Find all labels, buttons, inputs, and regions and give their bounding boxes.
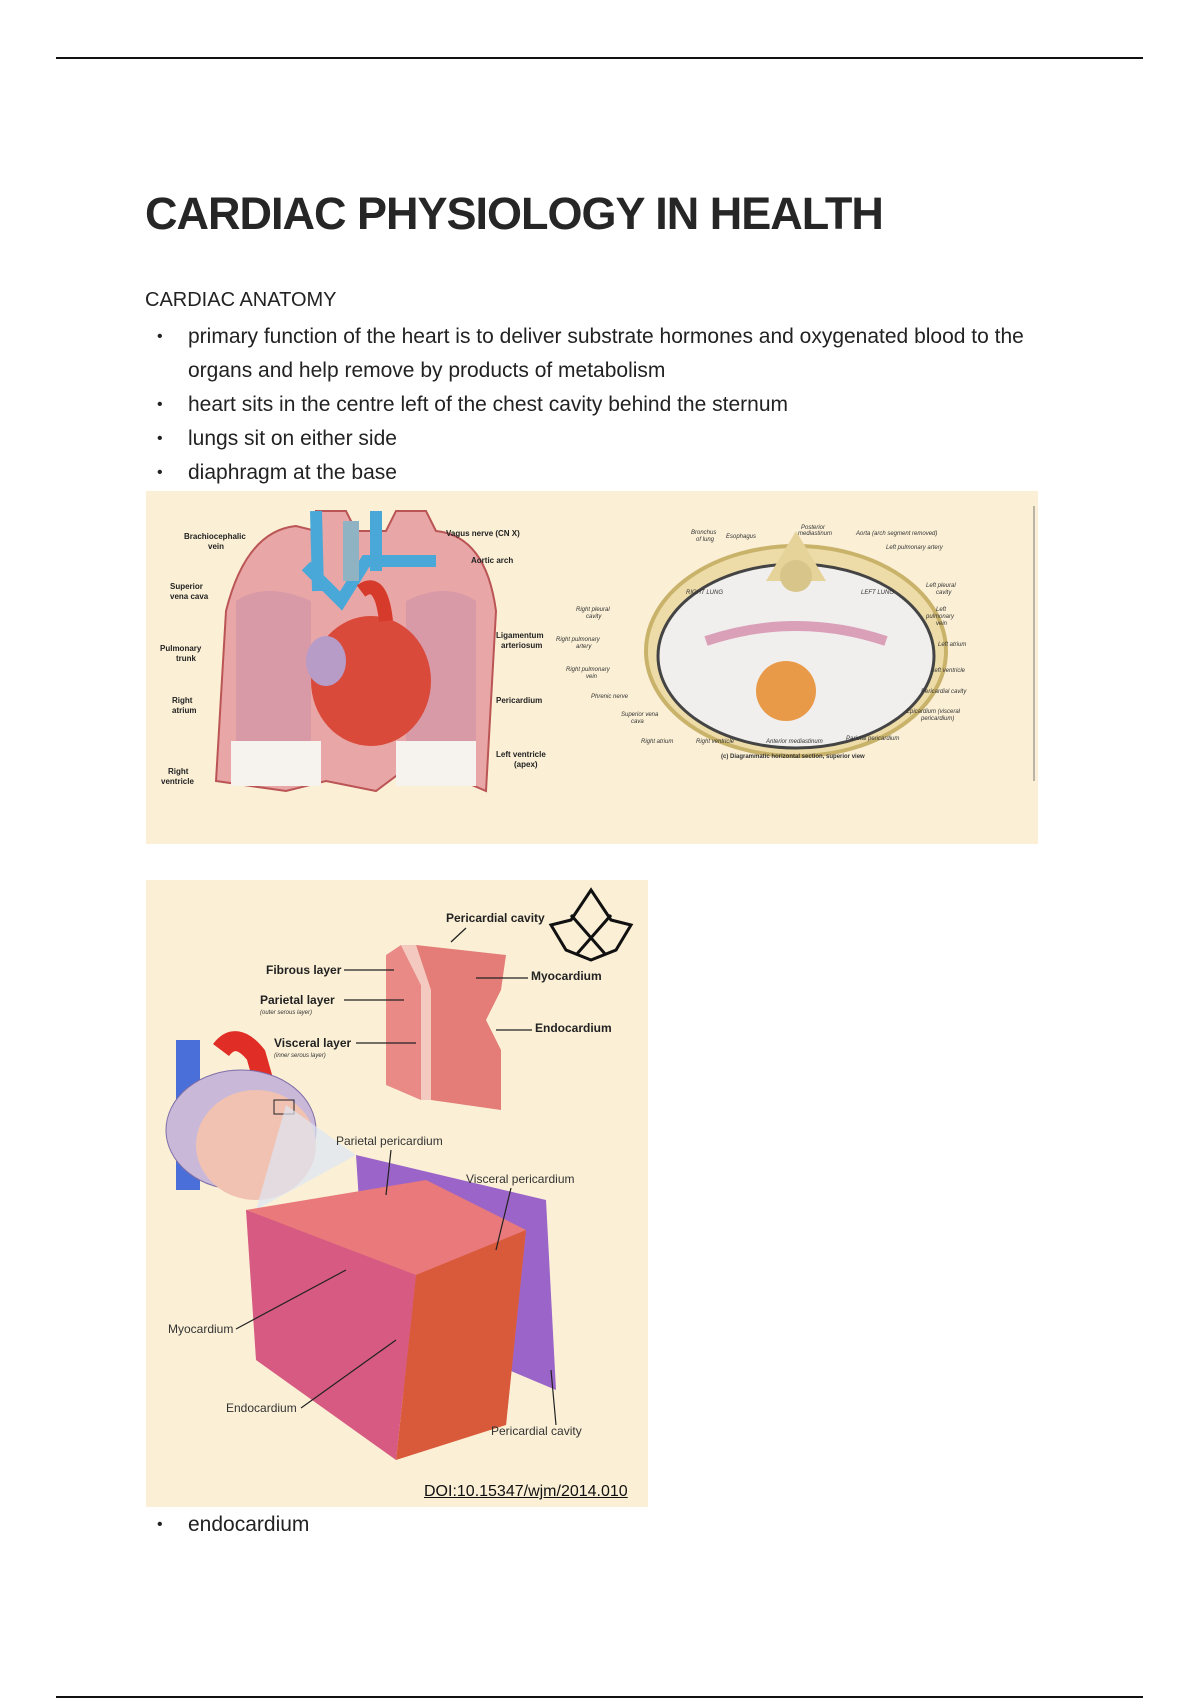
svg-text:Pericardium: Pericardium xyxy=(496,696,542,705)
svg-text:Left ventricle: Left ventricle xyxy=(496,750,546,759)
svg-text:Right atrium: Right atrium xyxy=(641,739,673,745)
svg-text:Parietal layer: Parietal layer xyxy=(260,993,335,1007)
svg-text:Anterior mediastinum: Anterior mediastinum xyxy=(765,739,823,745)
list-item: diaphragm at the base xyxy=(145,456,1025,490)
svg-text:artery: artery xyxy=(576,644,592,650)
svg-text:Left atrium: Left atrium xyxy=(938,642,966,648)
svg-text:ventricle: ventricle xyxy=(161,777,194,786)
svg-text:arteriosum: arteriosum xyxy=(501,641,542,650)
bullet-list-continued: endocardium xyxy=(145,1508,1025,1542)
svg-text:Myocardium: Myocardium xyxy=(531,969,602,983)
list-item: endocardium xyxy=(145,1508,1025,1542)
svg-text:vein: vein xyxy=(208,542,224,551)
svg-text:Pulmonary: Pulmonary xyxy=(160,644,202,653)
svg-text:Myocardium: Myocardium xyxy=(168,1322,233,1336)
svg-text:Aorta (arch segment removed): Aorta (arch segment removed) xyxy=(855,531,937,537)
svg-text:(apex): (apex) xyxy=(514,760,538,769)
svg-text:Right pulmonary: Right pulmonary xyxy=(566,667,611,673)
svg-text:Visceral pericardium: Visceral pericardium xyxy=(466,1172,575,1186)
svg-text:Esophagus: Esophagus xyxy=(726,534,756,540)
svg-text:Right: Right xyxy=(172,696,193,705)
svg-text:Endocardium: Endocardium xyxy=(226,1401,297,1415)
svg-text:Left ventricle: Left ventricle xyxy=(931,668,966,674)
svg-text:Pericardial cavity: Pericardial cavity xyxy=(921,689,967,695)
svg-text:Superior: Superior xyxy=(170,582,203,591)
svg-text:Superior vena: Superior vena xyxy=(621,712,659,718)
bullet-list: primary function of the heart is to deli… xyxy=(145,320,1025,490)
svg-text:(inner serous layer): (inner serous layer) xyxy=(274,1053,326,1059)
svg-text:Pericardial cavity: Pericardial cavity xyxy=(446,911,545,925)
svg-text:Right: Right xyxy=(168,767,189,776)
heart-wall-illustration: Pericardial cavity Fibrous layer Parieta… xyxy=(165,887,634,1460)
svg-text:Phrenic nerve: Phrenic nerve xyxy=(591,694,629,700)
svg-text:Visceral layer: Visceral layer xyxy=(274,1036,352,1050)
svg-text:Right ventricle: Right ventricle xyxy=(696,739,735,745)
page-title: CARDIAC PHYSIOLOGY IN HEALTH xyxy=(145,188,884,239)
bottom-rule xyxy=(56,1696,1143,1698)
list-item: primary function of the heart is to deli… xyxy=(145,320,1025,388)
thorax-anatomy-figure: Brachiocephalic vein Superior vena cava … xyxy=(146,491,1038,844)
svg-text:Pericardial cavity: Pericardial cavity xyxy=(491,1424,582,1438)
svg-text:Brachiocephalic: Brachiocephalic xyxy=(184,532,246,541)
svg-text:Parietal pericardium: Parietal pericardium xyxy=(846,736,899,742)
heart-wall-layers-figure: Pericardial cavity Fibrous layer Parieta… xyxy=(146,880,648,1507)
doi-link[interactable]: DOI:10.15347/wjm/2014.010 xyxy=(424,1483,628,1500)
svg-text:Ligamentum: Ligamentum xyxy=(496,631,544,640)
svg-text:(c) Diagrammatic horizontal se: (c) Diagrammatic horizontal section, sup… xyxy=(721,754,865,760)
top-rule xyxy=(56,57,1143,59)
svg-text:vein: vein xyxy=(936,621,948,627)
svg-text:atrium: atrium xyxy=(172,706,196,715)
list-item: heart sits in the centre left of the che… xyxy=(145,388,1025,422)
svg-text:Aortic arch: Aortic arch xyxy=(471,556,513,565)
svg-text:cavity: cavity xyxy=(586,614,602,620)
svg-text:pericardium): pericardium) xyxy=(920,716,954,722)
svg-text:vein: vein xyxy=(586,674,598,680)
svg-text:Bronchus: Bronchus xyxy=(691,530,716,536)
svg-text:vena cava: vena cava xyxy=(170,592,209,601)
svg-text:Parietal pericardium: Parietal pericardium xyxy=(336,1134,443,1148)
svg-text:Fibrous layer: Fibrous layer xyxy=(266,963,342,977)
svg-text:Left pleural: Left pleural xyxy=(926,583,956,589)
svg-text:of lung: of lung xyxy=(696,537,715,543)
svg-text:Endocardium: Endocardium xyxy=(535,1021,612,1035)
svg-text:Left pulmonary artery: Left pulmonary artery xyxy=(886,545,944,551)
list-item: lungs sit on either side xyxy=(145,422,1025,456)
svg-text:Right pulmonary: Right pulmonary xyxy=(556,637,601,643)
svg-text:trunk: trunk xyxy=(176,654,197,663)
svg-text:RIGHT LUNG: RIGHT LUNG xyxy=(686,590,723,596)
svg-text:Vagus nerve (CN X): Vagus nerve (CN X) xyxy=(446,529,520,538)
section-heading: CARDIAC ANATOMY xyxy=(145,289,337,311)
svg-text:Posterior: Posterior xyxy=(801,525,826,531)
svg-text:pulmonary: pulmonary xyxy=(925,614,955,620)
svg-text:Right pleural: Right pleural xyxy=(576,607,610,613)
svg-text:mediastinum: mediastinum xyxy=(798,531,832,537)
thorax-illustration: Brachiocephalic vein Superior vena cava … xyxy=(160,506,1035,793)
svg-text:Epicardium (visceral: Epicardium (visceral xyxy=(906,709,961,715)
svg-text:cavity: cavity xyxy=(936,590,952,596)
svg-text:Left: Left xyxy=(936,607,946,613)
svg-text:LEFT LUNG: LEFT LUNG xyxy=(861,590,894,596)
svg-text:cava: cava xyxy=(631,719,644,725)
logo-icon xyxy=(548,887,634,962)
svg-text:(outer serous layer): (outer serous layer) xyxy=(260,1010,312,1016)
